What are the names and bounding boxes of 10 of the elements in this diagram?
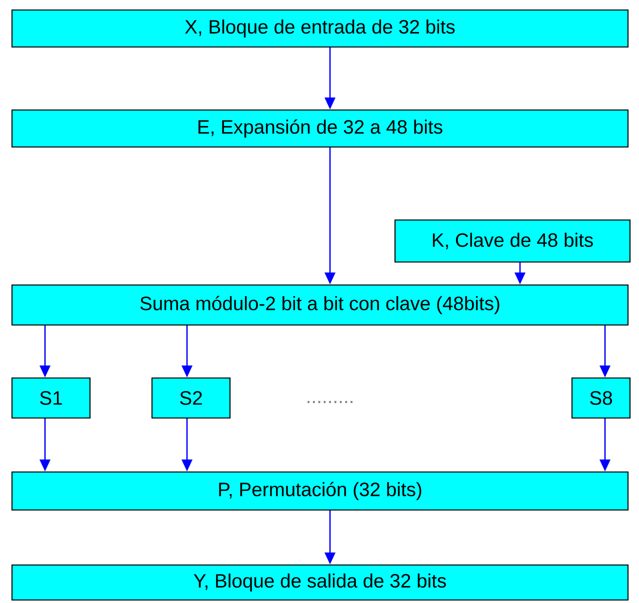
process-box: S8 — [571, 377, 631, 419]
ellipsis: ......... — [308, 400, 352, 404]
process-box: P, Permutación (32 bits) — [11, 471, 629, 511]
process-box: E, Expansión de 32 a 48 bits — [11, 109, 629, 148]
process-box: Y, Bloque de salida de 32 bits — [11, 564, 629, 601]
process-box: X, Bloque de entrada de 32 bits — [11, 9, 629, 48]
process-box: S2 — [151, 377, 231, 419]
process-box: Suma módulo-2 bit a bit con clave (48bits) — [11, 284, 629, 326]
process-box: S1 — [11, 377, 91, 419]
process-box: K, Clave de 48 bits — [394, 219, 631, 263]
